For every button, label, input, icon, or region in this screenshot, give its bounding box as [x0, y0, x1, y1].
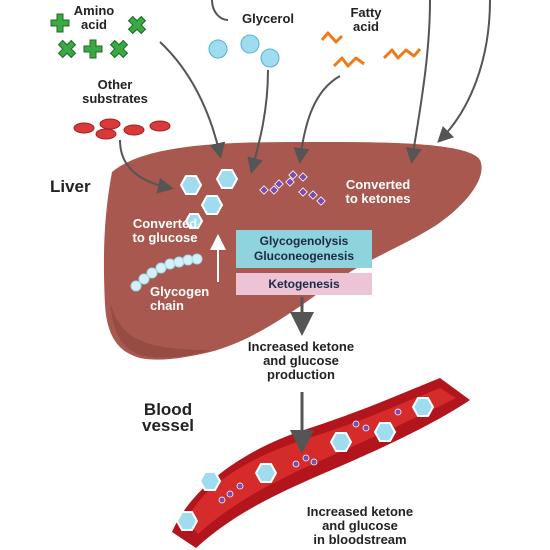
label-glycogen-chain: Glycogen chain — [150, 284, 210, 313]
glycerol-icons — [208, 34, 280, 68]
label-increased-bloodstream: Increased ketone and glucose in bloodstr… — [306, 504, 414, 547]
glycogen-chain — [130, 253, 203, 292]
label-liver: Liver — [50, 177, 91, 196]
label-fatty-acid: Fatty acid — [350, 5, 382, 34]
substrate-cells — [73, 118, 171, 140]
arrow-substrates — [119, 139, 174, 194]
process-box-ketogenesis: Ketogenesis — [236, 273, 372, 295]
fatty-acid-icons — [320, 31, 422, 68]
process-box-glycogenolysis-gluconeogenesis: Glycogenolysis Gluconeogenesis — [236, 230, 372, 268]
ketone-dots-liver — [259, 170, 326, 206]
label-glycerol: Glycerol — [241, 11, 295, 26]
arrow-amino — [159, 41, 226, 159]
label-increased-production: Increased ketone and glucose production — [247, 339, 355, 382]
label-converted-to-ketones: Converted to ketones — [345, 177, 411, 206]
arrow-fatty — [293, 75, 341, 164]
label-other-substrates: Other substrates — [82, 77, 148, 106]
amino-acid-icons — [50, 13, 147, 59]
label-blood-vessel: Blood vessel — [142, 400, 194, 435]
label-amino-acid: Amino acid — [73, 3, 115, 32]
arrow-top-left — [211, 0, 229, 21]
label-converted-to-glucose: Converted to glucose — [132, 216, 198, 245]
arrow-glycerol — [247, 69, 269, 174]
liver-shade — [110, 300, 212, 358]
ketone-dots-blood — [218, 408, 402, 504]
glucose-hexagons-blood — [175, 397, 435, 531]
glucose-hexagons-liver — [179, 169, 239, 229]
arrow-top-right-1 — [405, 0, 431, 164]
arrow-top-right-2 — [437, 0, 491, 143]
